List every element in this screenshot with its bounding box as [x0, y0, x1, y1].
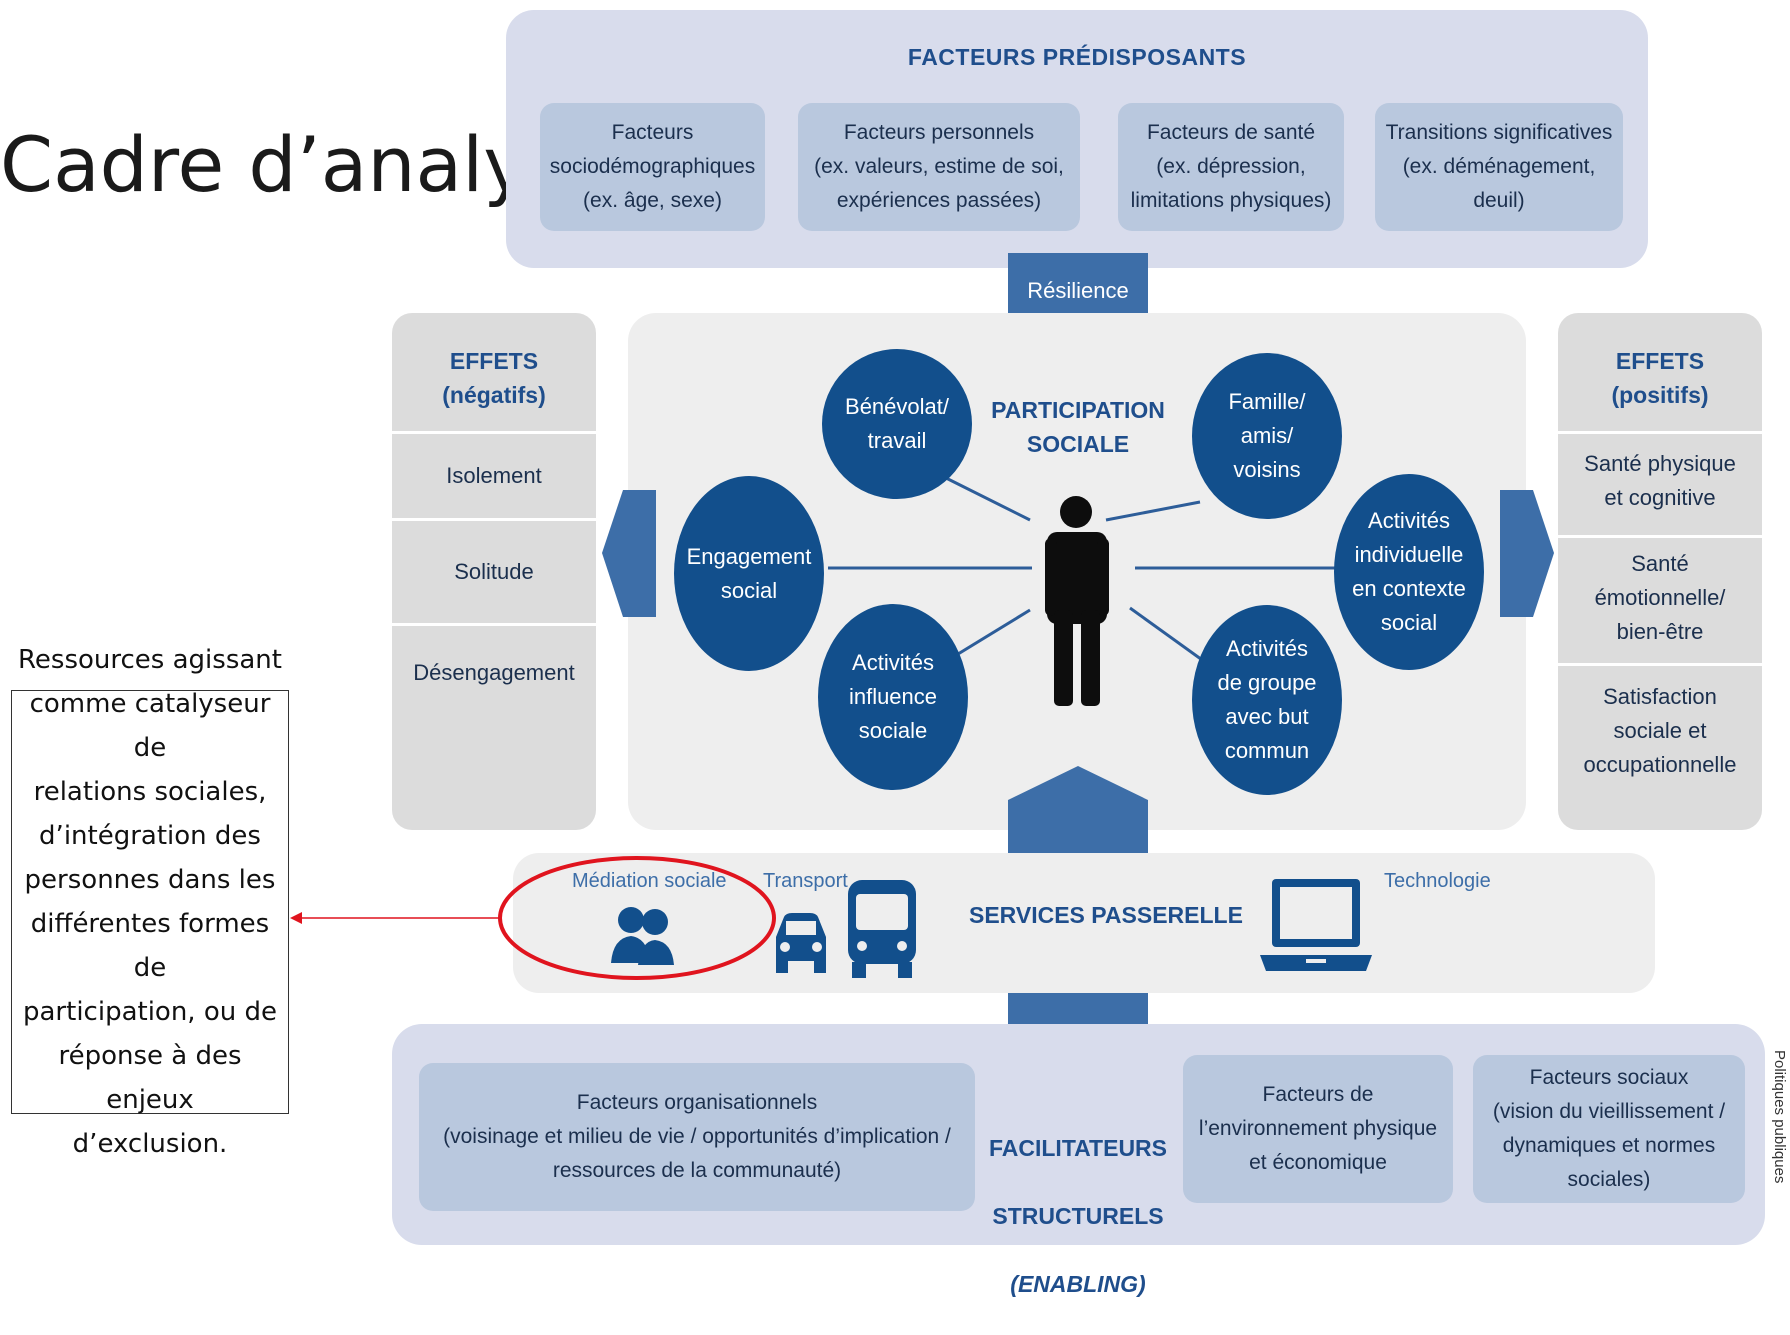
highlight-overlay [290, 856, 776, 980]
card-social-factors: Facteurs sociaux (vision du vieillisseme… [1473, 1055, 1745, 1203]
divider [392, 518, 596, 521]
vertical-credit-text: Politiques publiques [1771, 1050, 1788, 1184]
divider [392, 623, 596, 626]
card-sociodemographic: Facteurs sociodémographiques (ex. âge, s… [540, 103, 765, 231]
transport-label: Transport [763, 870, 848, 892]
laptop-icon [1260, 879, 1372, 971]
effect-satisfaction: Satisfaction sociale et occupationnelle [1583, 684, 1737, 777]
card-health-factors: Facteurs de santé (ex. dépression, limit… [1118, 103, 1344, 231]
services-title: SERVICES PASSERELLE [969, 902, 1243, 928]
circle-individual-activities: Activités individuelle en contexte socia… [1334, 474, 1484, 670]
divider [392, 431, 596, 434]
card-organisational-factors: Facteurs organisationnels (voisinage et … [419, 1063, 975, 1211]
effects-positive-title: EFFETS (positifs) [1611, 348, 1709, 408]
effect-physical-health: Santé physique et cognitive [1584, 451, 1736, 510]
predisposing-factors-title: FACTEURS PRÉDISPOSANTS [907, 44, 1247, 70]
divider [1558, 663, 1762, 666]
circle-social-engagement: Engagement social [674, 476, 824, 671]
circle-social-influence-activities: Activités influence sociale [818, 604, 968, 790]
mediation-highlight-ellipse [498, 856, 776, 980]
facilitators-title-line-1: FACILITATEURS [988, 1135, 1168, 1161]
mediation-label: Médiation sociale [572, 870, 727, 892]
card-environment-factors: Facteurs de l’environnement physique et … [1183, 1055, 1453, 1203]
effect-isolation: Isolement [446, 463, 542, 488]
circle-group-activities: Activités de groupe avec but commun [1192, 605, 1342, 795]
effects-negative-panel: EFFETS (négatifs) Isolement Solitude Dés… [392, 313, 596, 830]
facilitators-title-line-3: (ENABLING) [1010, 1271, 1146, 1297]
callout-box: Ressources agissant comme catalyseur de … [11, 645, 289, 1159]
effects-positive-panel: EFFETS (positifs) Santé physique et cogn… [1558, 313, 1762, 830]
effect-loneliness: Solitude [454, 559, 534, 584]
effect-emotional-health: Santé émotionnelle/ bien-être [1594, 551, 1726, 644]
divider [1558, 431, 1762, 434]
circle-volunteering-work: Bénévolat/ travail [822, 349, 972, 499]
card-significant-transitions: Transitions significatives (ex. déménage… [1375, 103, 1623, 231]
circle-family-friends-neighbours: Famille/ amis/ voisins [1192, 353, 1342, 519]
resilience-label: Résilience [1027, 278, 1129, 303]
callout-pointer-arrowhead [290, 912, 302, 924]
facilitators-title: FACILITATEURS STRUCTURELS (ENABLING) [988, 1097, 1168, 1335]
facilitators-title-line-2: STRUCTURELS [992, 1203, 1164, 1229]
car-icon [776, 913, 826, 973]
bus-icon [848, 880, 916, 978]
technology-label: Technologie [1384, 870, 1491, 892]
card-personal-factors: Facteurs personnels (ex. valeurs, estime… [798, 103, 1080, 231]
divider [1558, 535, 1762, 538]
people-icon [611, 907, 674, 965]
effects-negative-title: EFFETS (négatifs) [442, 348, 546, 408]
effect-disengagement: Désengagement [413, 660, 575, 685]
social-participation-title: PARTICIPATION SOCIALE [991, 397, 1165, 457]
